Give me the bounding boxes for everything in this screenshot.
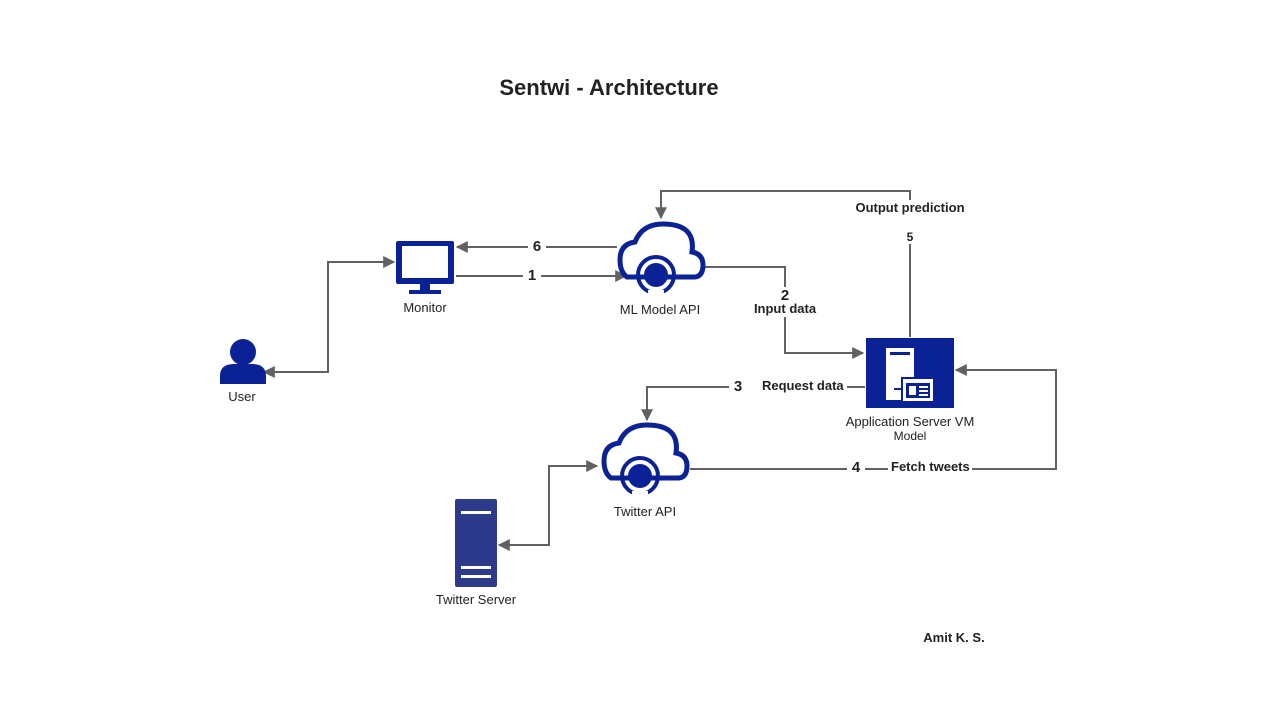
monitor-label: Monitor — [403, 300, 447, 315]
diagram-title: Sentwi - Architecture — [499, 75, 718, 100]
connector-step-5 — [655, 190, 911, 337]
ml-model-api-label: ML Model API — [620, 302, 700, 317]
cloud-api-icon — [617, 221, 706, 298]
twitter-api-node: Twitter API — [601, 422, 690, 519]
monitor-icon — [396, 241, 454, 294]
edge-label-request-data: Request data — [762, 378, 844, 393]
edge-label-fetch-tweets: Fetch tweets — [891, 459, 970, 474]
edge-number-4: 4 — [852, 459, 861, 476]
user-node: User — [220, 339, 266, 404]
edge-number-6: 6 — [533, 238, 541, 255]
connector-user-monitor — [262, 256, 396, 378]
connector-twitter-server-api — [497, 460, 599, 551]
user-icon — [220, 339, 266, 384]
twitter-server-node: Twitter Server — [436, 499, 517, 607]
application-server-sublabel: Model — [894, 429, 927, 443]
edge-number-1: 1 — [528, 267, 536, 284]
twitter-api-label: Twitter API — [614, 504, 676, 519]
twitter-server-label: Twitter Server — [436, 592, 517, 607]
cloud-api-icon — [601, 422, 690, 499]
edge-number-3: 3 — [734, 378, 742, 395]
ml-model-api-node: ML Model API — [617, 221, 706, 317]
user-label: User — [228, 389, 256, 404]
server-tower-icon — [455, 499, 497, 587]
edge-number-5: 5 — [907, 230, 914, 244]
author-credit: Amit K. S. — [923, 630, 984, 645]
edge-label-output-prediction: Output prediction — [855, 200, 964, 215]
application-server-node: Application Server VM Model — [846, 338, 975, 443]
application-server-label: Application Server VM — [846, 414, 975, 429]
connector-step-4 — [690, 364, 1057, 470]
edge-label-input-data: Input data — [754, 301, 817, 316]
monitor-node: Monitor — [396, 241, 454, 315]
edge-number-2: 2 — [781, 287, 789, 304]
application-server-icon — [866, 338, 954, 408]
